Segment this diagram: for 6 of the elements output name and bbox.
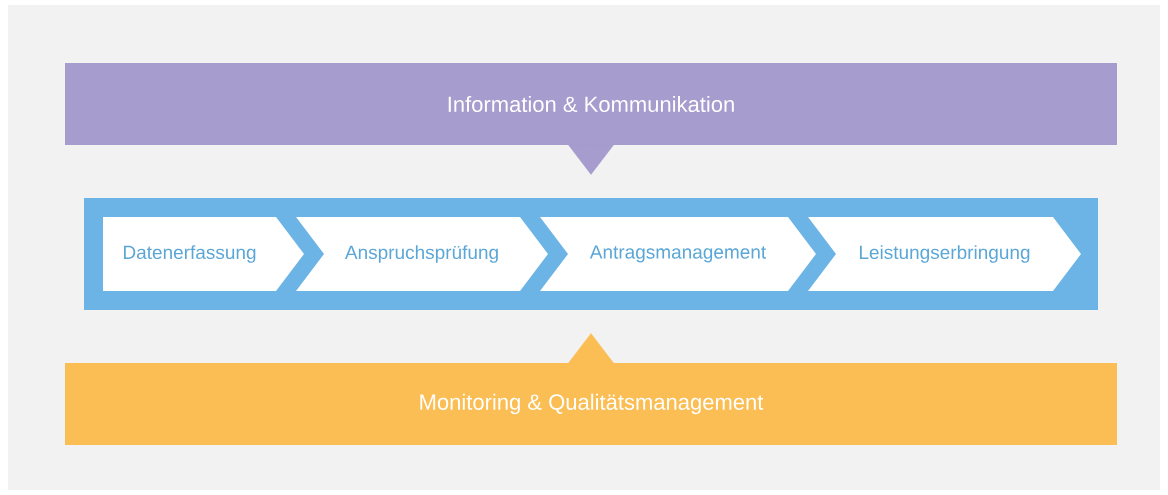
pointer-arrow bbox=[568, 144, 614, 175]
chevron-step: Datenerfassung bbox=[103, 217, 304, 291]
chevron-step: Leistungserbringung bbox=[808, 217, 1081, 291]
chevron-step: Antragsmanagement bbox=[540, 217, 816, 291]
pointer-arrow bbox=[568, 333, 614, 364]
chevron-step: Anspruchsprüfung bbox=[296, 217, 548, 291]
